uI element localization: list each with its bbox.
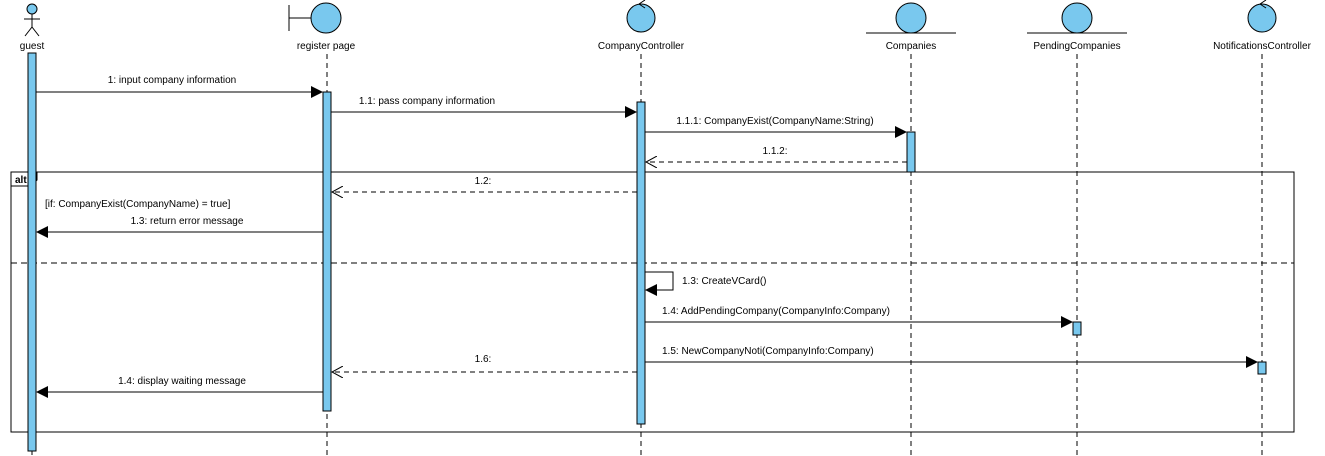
message-label: 1.2: <box>475 176 492 187</box>
message-label: 1.1.2: <box>762 146 787 157</box>
participant-label-company-controller: CompanyController <box>598 41 685 52</box>
activation-company-controller <box>636 101 646 425</box>
activation-companies <box>906 131 916 173</box>
message-label: 1.4: display waiting message <box>118 376 246 387</box>
message-label: 1.1: pass company information <box>359 96 495 107</box>
message-label: 1.6: <box>475 354 492 365</box>
participant-label-pending-companies: PendingCompanies <box>1033 41 1120 52</box>
participant-label-companies: Companies <box>886 41 937 52</box>
participant-label-guest: guest <box>20 41 45 52</box>
activation-notifications-controller <box>1257 361 1267 375</box>
activation-pending-companies <box>1072 321 1082 336</box>
message-label: 1.1.1: CompanyExist(CompanyName:String) <box>676 116 873 127</box>
control-notifications-controller-icon <box>1247 0 1277 33</box>
participant-label-register-page: register page <box>297 41 356 52</box>
actor-guest-icon <box>24 3 40 37</box>
message-label: 1.4: AddPendingCompany(CompanyInfo:Compa… <box>662 306 890 317</box>
activation-guest <box>27 52 37 452</box>
message-label: 1.3: return error message <box>131 216 244 227</box>
message-label: 1.5: NewCompanyNoti(CompanyInfo:Company) <box>662 346 874 357</box>
activation-register-page <box>322 91 332 412</box>
entity-pending-companies-icon <box>1027 2 1127 34</box>
message-label: 1: input company information <box>108 75 236 86</box>
self-message-arrow <box>645 271 674 296</box>
fragment-operator-label: alt <box>15 175 27 186</box>
entity-companies-icon <box>866 2 956 34</box>
boundary-register-page-icon <box>288 2 342 34</box>
alt-fragment: alt [if: CompanyExist(CompanyName) = tru… <box>10 171 1295 433</box>
message-label: 1.3: CreateVCard() <box>682 276 766 287</box>
control-company-controller-icon <box>626 0 656 33</box>
fragment-guard: [if: CompanyExist(CompanyName) = true] <box>45 199 231 210</box>
participant-label-notifications-controller: NotificationsController <box>1213 41 1311 52</box>
